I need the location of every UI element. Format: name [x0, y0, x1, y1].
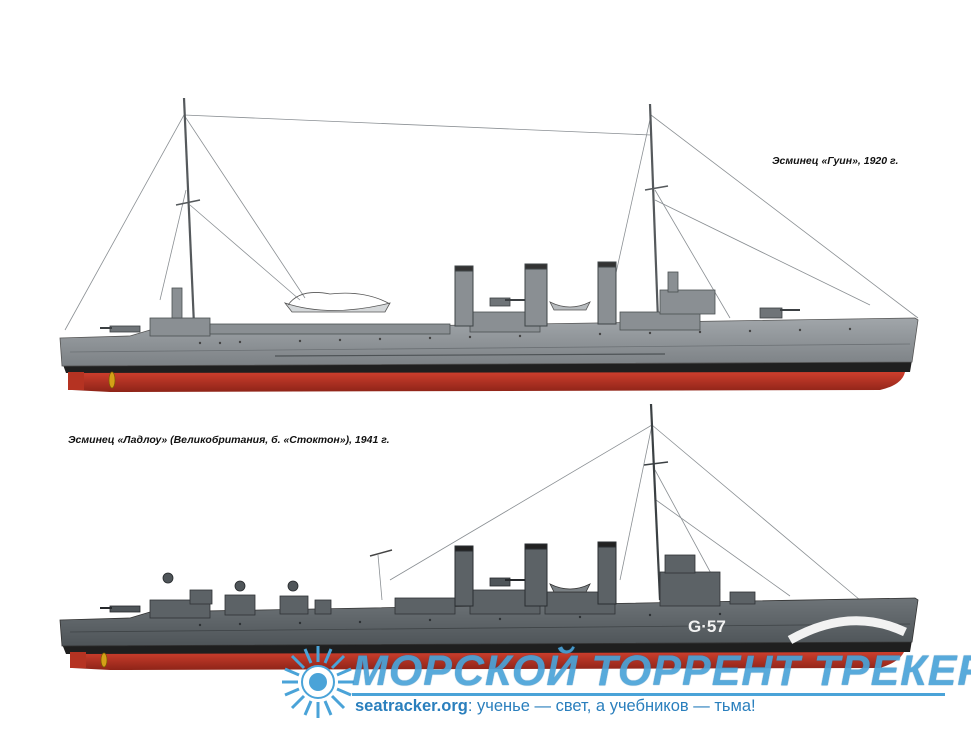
sun-logo-icon	[282, 646, 354, 718]
destroyer-ludlow-1941: G·57	[59, 403, 919, 670]
ship2-hull	[59, 597, 919, 647]
ship2-rigging	[369, 424, 861, 601]
ship2-underwater-hull	[70, 650, 905, 670]
ship1-superstructure	[149, 271, 716, 337]
ship2-guns	[100, 572, 525, 613]
ship1-underwater-hull	[68, 370, 905, 392]
watermark-underline	[352, 693, 945, 696]
watermark-title: МОРСКОЙ ТОРРЕНТ ТРЕКЕР	[352, 647, 971, 695]
ship1-caption: Эсминец «Гуин», 1920 г.	[772, 155, 899, 167]
ship1-boats	[283, 292, 591, 313]
hull-number: G·57	[688, 617, 726, 636]
ship2-portholes	[198, 612, 722, 627]
destroyer-gwin-1920	[59, 97, 919, 392]
ship1-portholes	[198, 327, 852, 345]
ship2-funnels	[454, 541, 617, 607]
ship1-guns	[100, 297, 800, 333]
ship2-caption: Эсминец «Ладлоу» (Великобритания, б. «Ст…	[68, 434, 390, 446]
ship2-propeller	[70, 652, 108, 668]
ship2-recognition-stripe	[787, 616, 907, 644]
ship2-masts	[643, 403, 669, 601]
ship1-funnels	[454, 261, 617, 327]
ship1-propeller	[68, 371, 116, 390]
watermark-site-link[interactable]: seatracker.org	[355, 697, 468, 715]
ship1-masts	[175, 97, 669, 326]
ship2-boats	[549, 583, 591, 593]
watermark-subtitle: seatracker.org: ученье — свет, а учебник…	[355, 697, 756, 716]
watermark-tagline: : ученье — свет, а учебников — тьма!	[467, 697, 756, 715]
ship1-rigging	[64, 114, 919, 331]
